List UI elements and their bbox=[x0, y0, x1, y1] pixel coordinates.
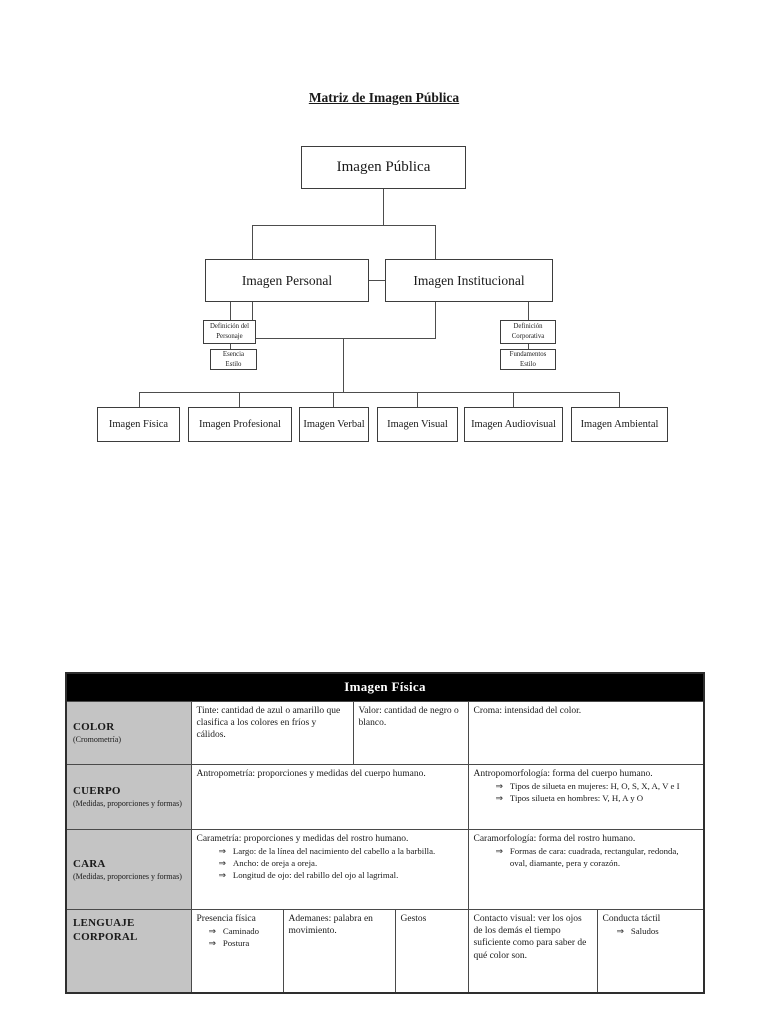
node-imagen-institucional: Imagen Institucional bbox=[385, 259, 553, 302]
bullet-item: ⇒ Caminado bbox=[197, 926, 278, 938]
bullet-item: ⇒ Formas de cara: cuadrada, rectangular, … bbox=[474, 846, 699, 870]
node-imagen-verbal: Imagen Verbal bbox=[299, 407, 369, 442]
cell-caramorfologia: Caramorfología: forma del rostro humano.… bbox=[467, 828, 705, 910]
page-title: Matriz de Imagen Pública bbox=[308, 90, 460, 105]
node-fundamentos-estilo: Fundamentos Estilo bbox=[500, 349, 556, 370]
cell-text: Conducta táctil bbox=[602, 913, 661, 924]
cell-text: Croma: intensidad del color. bbox=[473, 705, 582, 716]
row-label-sub: (Medidas, proporciones y formas) bbox=[73, 871, 182, 881]
cell-carametria: Carametría: proporciones y medidas del r… bbox=[190, 828, 469, 910]
cell-croma: Croma: intensidad del color. bbox=[467, 700, 705, 765]
cell-conducta-tactil: Conducta táctil ⇒ Saludos bbox=[596, 908, 705, 994]
cell-valor: Valor: cantidad de negro o blanco. bbox=[352, 700, 469, 765]
row-label-lenguaje-corporal: LENGUAJE CORPORAL bbox=[65, 908, 192, 994]
node-definicion-corporativa: Definición Corporativa bbox=[500, 320, 556, 344]
connector-line bbox=[139, 392, 140, 407]
bullet-text: Caminado bbox=[222, 925, 260, 936]
cell-ademanes: Ademanes: palabra en movimiento. bbox=[282, 908, 396, 994]
arrow-icon: ⇒ bbox=[495, 845, 503, 856]
cell-tinte: Tinte: cantidad de azul o amarillo que c… bbox=[190, 700, 354, 765]
bullet-item: ⇒ Longitud de ojo: del rabillo del ojo al… bbox=[197, 870, 463, 882]
connector-line bbox=[528, 344, 529, 349]
cell-text: Contacto visual: ver los ojos de los dem… bbox=[473, 913, 587, 961]
table-header: Imagen Física bbox=[65, 672, 705, 702]
node-imagen-audiovisual: Imagen Audiovisual bbox=[464, 407, 563, 442]
connector-line bbox=[252, 338, 436, 339]
connector-line bbox=[252, 225, 253, 259]
bullet-text: Largo: de la línea del nacimiento del ca… bbox=[232, 845, 436, 856]
bullet-item: ⇒ Largo: de la línea del nacimiento del c… bbox=[197, 846, 463, 858]
row-label-title: LENGUAJE CORPORAL bbox=[73, 916, 138, 943]
connector-line bbox=[239, 392, 240, 407]
arrow-icon: ⇒ bbox=[208, 925, 216, 936]
bullet-item: ⇒ Tipos silueta en hombres: V, H, A y O bbox=[474, 793, 699, 805]
connector-line bbox=[369, 280, 385, 281]
node-imagen-profesional: Imagen Profesional bbox=[188, 407, 292, 442]
connector-line bbox=[417, 392, 418, 407]
arrow-icon: ⇒ bbox=[218, 845, 226, 856]
arrow-icon: ⇒ bbox=[495, 780, 503, 791]
bullet-item: ⇒ Postura bbox=[197, 938, 278, 950]
node-definicion-personaje: Definición del Personaje bbox=[203, 320, 256, 344]
cell-text: Ademanes: palabra en movimiento. bbox=[288, 913, 373, 936]
arrow-icon: ⇒ bbox=[208, 937, 216, 948]
bullet-text: Tipos de silueta en mujeres: H, O, S, X,… bbox=[509, 780, 680, 791]
bullet-text: Longitud de ojo: del rabillo del ojo al … bbox=[232, 869, 399, 880]
row-label-sub: (Medidas, proporciones y formas) bbox=[73, 799, 182, 809]
row-label-color: COLOR (Cromometría) bbox=[65, 700, 192, 765]
bullet-text: Postura bbox=[222, 937, 250, 948]
cell-text: Tinte: cantidad de azul o amarillo que c… bbox=[196, 705, 341, 741]
connector-line bbox=[230, 302, 231, 320]
bullet-item: ⇒ Saludos bbox=[603, 926, 699, 938]
connector-line bbox=[435, 225, 436, 259]
connector-line bbox=[230, 344, 231, 349]
bullet-text: Tipos silueta en hombres: V, H, A y O bbox=[509, 792, 644, 803]
cell-text: Antropometría: proporciones y medidas de… bbox=[196, 768, 426, 779]
arrow-icon: ⇒ bbox=[616, 925, 624, 936]
connector-line bbox=[383, 189, 384, 225]
node-imagen-ambiental: Imagen Ambiental bbox=[571, 407, 668, 442]
arrow-icon: ⇒ bbox=[495, 792, 503, 803]
cell-contacto-visual: Contacto visual: ver los ojos de los dem… bbox=[467, 908, 598, 994]
imagen-fisica-table: Imagen Física COLOR (Cromometría) Tinte:… bbox=[65, 672, 706, 994]
connector-line bbox=[333, 392, 334, 407]
arrow-icon: ⇒ bbox=[218, 869, 226, 880]
row-label-cara: CARA (Medidas, proporciones y formas) bbox=[65, 828, 192, 910]
bullet-text: Ancho: de oreja a oreja. bbox=[232, 857, 318, 868]
bullet-item: ⇒ Tipos de silueta en mujeres: H, O, S, X… bbox=[474, 781, 699, 793]
connector-line bbox=[619, 392, 620, 407]
connector-line bbox=[139, 392, 620, 393]
cell-text: Valor: cantidad de negro o blanco. bbox=[358, 705, 459, 728]
cell-text: Antropomorfología: forma del cuerpo huma… bbox=[473, 768, 653, 779]
row-label-sub: (Cromometría) bbox=[73, 735, 121, 745]
cell-antropomorfologia: Antropomorfología: forma del cuerpo huma… bbox=[467, 763, 705, 830]
cell-text: Caramorfología: forma del rostro humano. bbox=[473, 833, 636, 844]
cell-gestos: Gestos bbox=[394, 908, 469, 994]
connector-line bbox=[435, 302, 436, 338]
node-imagen-visual: Imagen Visual bbox=[377, 407, 458, 442]
node-imagen-publica: Imagen Pública bbox=[301, 146, 466, 189]
cell-text: Presencia física bbox=[196, 913, 256, 924]
cell-antropometria: Antropometría: proporciones y medidas de… bbox=[190, 763, 469, 830]
cell-presencia-fisica: Presencia física ⇒ Caminado ⇒ Postura bbox=[190, 908, 284, 994]
connector-line bbox=[252, 225, 436, 226]
connector-line bbox=[513, 392, 514, 407]
row-label-title: CUERPO bbox=[73, 785, 121, 798]
arrow-icon: ⇒ bbox=[218, 857, 226, 868]
connector-line bbox=[343, 338, 344, 392]
cell-text: Carametría: proporciones y medidas del r… bbox=[196, 833, 409, 844]
node-imagen-personal: Imagen Personal bbox=[205, 259, 369, 302]
bullet-item: ⇒ Ancho: de oreja a oreja. bbox=[197, 858, 463, 870]
bullet-text: Formas de cara: cuadrada, rectangular, r… bbox=[509, 845, 679, 868]
cell-text: Gestos bbox=[400, 913, 427, 924]
row-label-title: COLOR bbox=[73, 721, 115, 734]
bullet-text: Saludos bbox=[630, 925, 659, 936]
node-imagen-fisica: Imagen Física bbox=[97, 407, 180, 442]
connector-line bbox=[528, 302, 529, 320]
row-label-cuerpo: CUERPO (Medidas, proporciones y formas) bbox=[65, 763, 192, 830]
node-esencia-estilo: Esencia Estilo bbox=[210, 349, 257, 370]
row-label-title: CARA bbox=[73, 857, 106, 870]
